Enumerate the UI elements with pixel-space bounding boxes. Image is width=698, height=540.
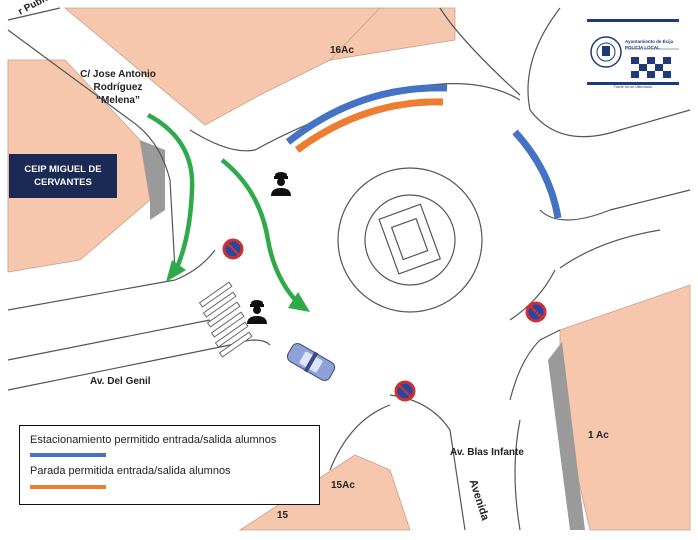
legend-label-parking: Estacionamiento permitido entrada/salida… [30, 434, 277, 446]
no-parking-sign-icon [394, 380, 416, 402]
arrow-head [166, 260, 186, 282]
street-label-jose-antonio: C/ Jose Antonio Rodríguez “Melena” [72, 68, 164, 107]
plot-number-15ac: 15Ac [331, 480, 355, 491]
street-label-line: C/ Jose Antonio [80, 69, 156, 80]
police-officer-icon [247, 300, 267, 324]
plot-number-1ac: 1 Ac [588, 430, 609, 441]
building-parcel [63, 7, 381, 126]
stop-zone-line [294, 98, 444, 153]
arrow-head [288, 292, 310, 312]
school-label-box: CEIP MIGUEL DE CERVANTES [9, 154, 117, 198]
logo-line-2: POLICÍA LOCAL [625, 45, 660, 50]
no-parking-sign-icon [222, 238, 244, 260]
crosswalk [198, 281, 253, 358]
street-label-line: “Melena” [96, 95, 140, 106]
plot-number-16ac: 16Ac [330, 45, 354, 56]
parking-zone-line [512, 129, 562, 219]
street-label-av-blas-infante: Av. Blas Infante [450, 447, 524, 458]
street-label-av-genil: Av. Del Genil [90, 376, 151, 387]
police-officer-icon [271, 172, 291, 196]
school-label-line: CERVANTES [34, 177, 92, 188]
roundabout [337, 167, 483, 313]
legend-label-stop: Parada permitida entrada/salida alumnos [30, 465, 231, 477]
parking-zone-line [285, 84, 448, 145]
plot-number-15: 15 [277, 510, 289, 521]
police-car-icon [286, 343, 336, 381]
building-shadow [140, 140, 165, 220]
police-logo: Ayuntamiento de Écija POLICÍA LOCAL Fuer… [587, 19, 679, 91]
police-badge-icon [587, 19, 679, 85]
logo-line-1: Ayuntamiento de Écija [625, 39, 674, 44]
map-legend: Estacionamiento permitido entrada/salida… [19, 425, 320, 505]
no-parking-sign-icon [525, 301, 547, 323]
logo-footer: Fuerte Ivo de Ultimolacio [613, 85, 653, 89]
legend-swatch-parking [30, 453, 106, 457]
building-shadow [548, 342, 585, 530]
legend-swatch-stop [30, 485, 106, 489]
street-label-line: Rodríguez [93, 82, 143, 93]
traffic-arrows [146, 113, 302, 307]
building-parcel [328, 7, 456, 61]
school-label-line: CEIP MIGUEL DE [24, 164, 102, 175]
